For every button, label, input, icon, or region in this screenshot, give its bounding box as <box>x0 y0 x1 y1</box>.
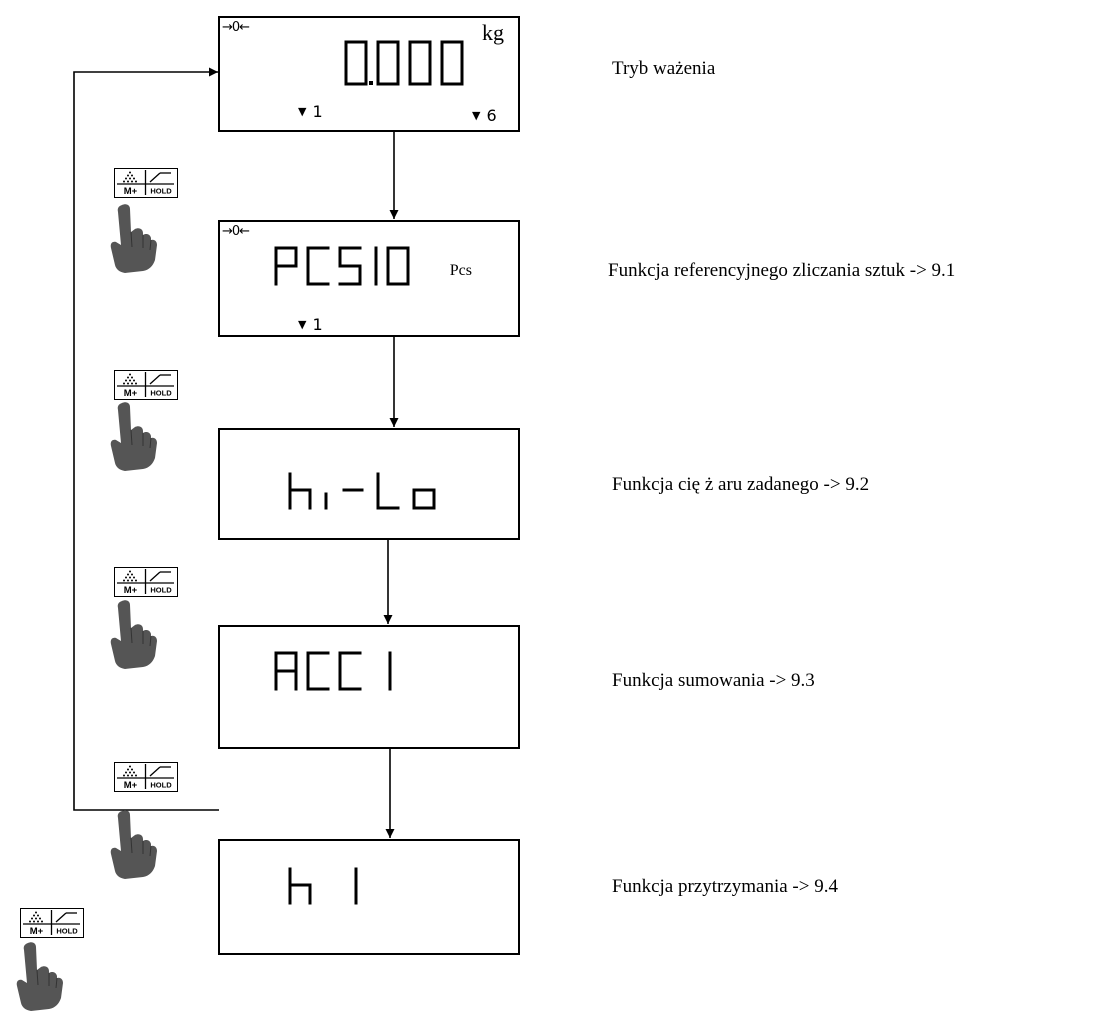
key-label-hold: HOLD <box>150 586 172 595</box>
key-label-mplus: M+ <box>124 585 138 595</box>
caption-counting-function: Funkcja referencyjnego zliczania sztuk -… <box>608 260 956 281</box>
zero-indicator: →0← <box>222 224 250 239</box>
mplus-hold-key-icon: M+ HOLD <box>114 168 178 198</box>
segment-readout <box>274 246 410 286</box>
pointing-hand-icon <box>16 942 63 1011</box>
display-counting: →0← Pcs ▼1 <box>218 220 520 337</box>
segment-readout <box>274 651 392 691</box>
key-label-mplus: M+ <box>124 186 138 196</box>
display-accumulate <box>218 625 520 749</box>
loop-back-line <box>73 67 219 811</box>
caption-hold-function: Funkcja przytrzymania -> 9.4 <box>612 876 838 897</box>
mplus-hold-key-icon: M+ HOLD <box>114 370 178 400</box>
pointing-hand-icon <box>110 600 157 669</box>
display-hold <box>218 839 520 955</box>
caption-summing-function: Funkcja sumowania -> 9.3 <box>612 670 815 691</box>
pointing-hand-icon <box>110 810 157 879</box>
unit-label: Pcs <box>449 262 472 279</box>
unit-label: kg <box>482 20 504 45</box>
mplus-hold-key-icon: M+ HOLD <box>20 908 84 938</box>
display-weighing: →0← kg ▼1 ▼6 <box>218 16 520 132</box>
pointing-hand-icon <box>110 402 157 471</box>
key-label-hold: HOLD <box>150 187 172 196</box>
mplus-hold-key-icon: M+ HOLD <box>114 762 178 792</box>
key-label-hold: HOLD <box>56 927 78 936</box>
caption-target-weight-function: Funkcja cię ż aru zadanego -> 9.2 <box>612 474 870 495</box>
display-hilo <box>218 428 520 540</box>
caption-weighing-mode: Tryb ważenia <box>612 58 716 79</box>
key-label-mplus: M+ <box>124 780 138 790</box>
key-label-mplus: M+ <box>30 926 44 936</box>
marker-1: ▼1 <box>298 315 323 334</box>
marker-6: ▼6 <box>472 106 497 125</box>
pointing-hand-icon <box>110 204 157 273</box>
key-label-hold: HOLD <box>150 781 172 790</box>
key-label-mplus: M+ <box>124 388 138 398</box>
segment-readout <box>288 867 358 905</box>
segment-readout <box>344 40 464 86</box>
marker-1: ▼1 <box>298 102 323 121</box>
key-label-hold: HOLD <box>150 389 172 398</box>
zero-indicator: →0← <box>222 20 250 35</box>
segment-readout <box>288 472 436 510</box>
mplus-hold-key-icon: M+ HOLD <box>114 567 178 597</box>
